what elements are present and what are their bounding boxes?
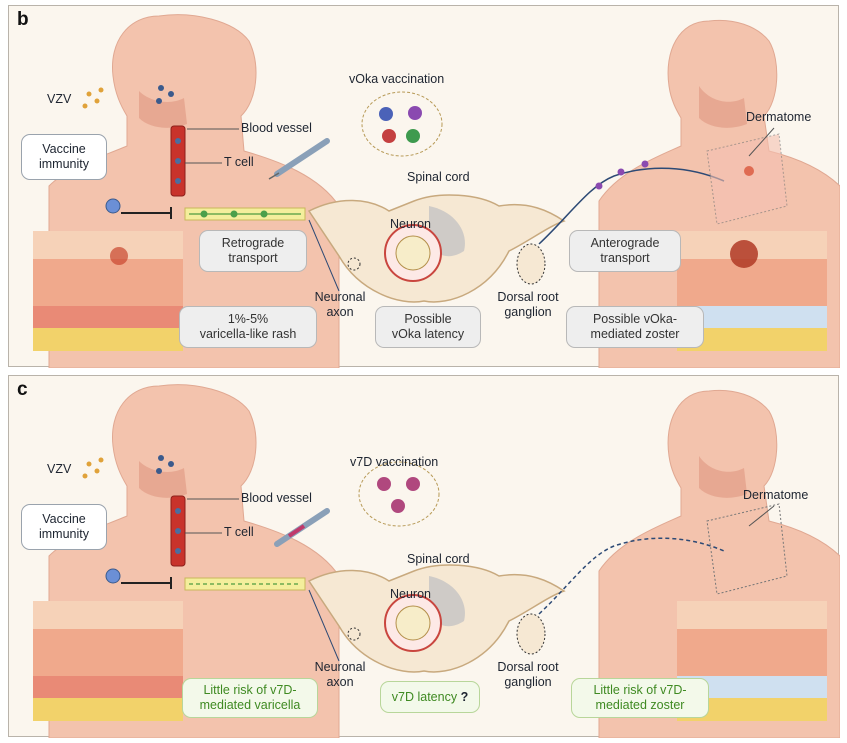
vaccine-immunity-box: Vaccine immunity (21, 134, 107, 180)
vaccination-label: vOka vaccination (349, 72, 445, 86)
vaccination-bubble (361, 91, 443, 157)
vaccine-latency-box: v7D latency ? (380, 681, 480, 713)
vaccine-latency-box: Possible vOka latency (375, 306, 481, 348)
panel-b-illustration (33, 14, 840, 368)
immune-cell (105, 568, 121, 584)
vaccine-zoster-box: Possible vOka- mediated zoster (566, 306, 704, 348)
neuron-label: Neuron (390, 217, 431, 231)
panel-b: b VZV Vaccine immunity Blood vessel T ce… (8, 5, 840, 368)
spinal-cord-section (307, 194, 566, 303)
dermatome-label: Dermatome (743, 488, 809, 502)
dorsal-root-ganglion (516, 243, 546, 285)
skin-section-left (33, 231, 183, 351)
panel-letter: b (17, 9, 29, 30)
immune-cell (105, 198, 121, 214)
dorsal-root-ganglion-label: Dorsal root ganglion (497, 660, 559, 689)
neuronal-axon-label: Neuronal axon (314, 660, 366, 689)
anterograde-transport-box: Anterograde transport (569, 230, 681, 272)
blood-vessel-label: Blood vessel (241, 491, 312, 505)
dorsal-root-ganglion-label: Dorsal root ganglion (497, 290, 559, 319)
varicella-rash-box: 1%-5% varicella-like rash (179, 306, 317, 348)
blood-vessel-label: Blood vessel (241, 121, 312, 135)
dermatome-region (706, 133, 788, 225)
latency-text: v7D latency (391, 689, 458, 704)
syringe-icon (268, 138, 330, 180)
spinal-cord-label: Spinal cord (407, 170, 470, 184)
t-cell-label: T cell (224, 525, 254, 539)
vaccine-immunity-box: Vaccine immunity (21, 504, 107, 550)
question-mark: ? (460, 689, 469, 704)
neuron-label: Neuron (390, 587, 431, 601)
syringe-icon (274, 508, 330, 547)
neuronal-axon-label: Neuronal axon (314, 290, 366, 319)
spinal-cord-label: Spinal cord (407, 552, 470, 566)
dorsal-root-ganglion (516, 613, 546, 655)
dermatome-region (706, 503, 788, 595)
vzv-label: VZV (47, 92, 72, 106)
t-cell-label: T cell (224, 155, 254, 169)
vzv-particles (82, 87, 104, 109)
vaccination-bubble (358, 461, 440, 527)
vzv-label: VZV (47, 462, 72, 476)
vzv-particles (82, 457, 104, 479)
varicella-risk-box: Little risk of v7D- mediated varicella (182, 678, 318, 718)
zoster-risk-box: Little risk of v7D- mediated zoster (571, 678, 709, 718)
vaccination-label: v7D vaccination (350, 455, 439, 469)
panel-c: c VZV Vaccine immunity Blood vessel T ce… (8, 375, 840, 738)
skin-section-left (33, 601, 183, 721)
dermatome-label: Dermatome (746, 110, 812, 124)
spinal-cord-section (307, 564, 566, 673)
panel-letter: c (17, 379, 28, 400)
retrograde-transport-box: Retrograde transport (199, 230, 307, 272)
